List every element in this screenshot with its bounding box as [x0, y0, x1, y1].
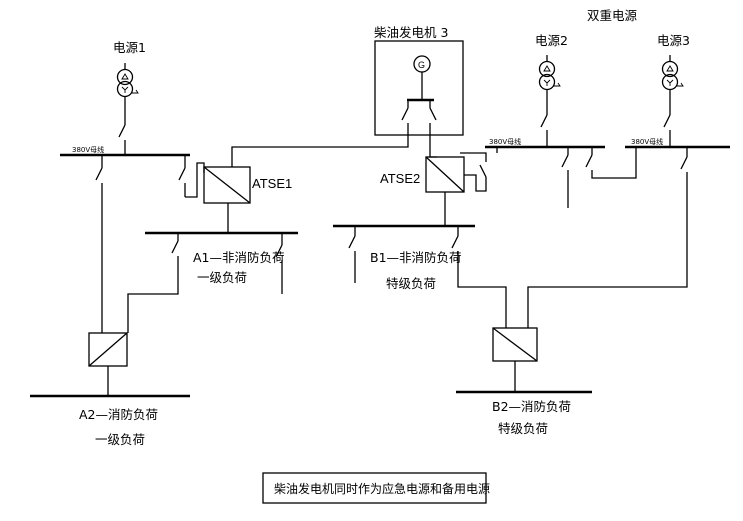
b1-label-line1: B1—非消防负荷 — [370, 250, 462, 265]
ats-a2-switch — [88, 332, 128, 367]
source3-transformer-icon — [661, 60, 684, 91]
bus1-label: 380V母线 — [72, 145, 104, 154]
b2-label-line2: 特级负荷 — [498, 421, 548, 436]
a2-label-line1: A2—消防负荷 — [79, 407, 158, 422]
source1-transformer-icon — [116, 68, 139, 98]
source3-label: 电源3 — [657, 33, 690, 48]
source2-label: 电源2 — [535, 33, 568, 48]
atse1-switch — [203, 166, 251, 204]
a1-label-line2: 一级负荷 — [197, 270, 247, 285]
a1-label-line1: A1—非消防负荷 — [193, 250, 285, 265]
a2-label-line2: 一级负荷 — [95, 432, 145, 447]
source2-transformer-icon — [538, 60, 561, 91]
atse1-label: ATSE1 — [252, 176, 292, 191]
b2-label-line1: B2—消防负荷 — [492, 399, 571, 414]
bus2-label: 380V母线 — [489, 137, 521, 146]
atse2-switch — [425, 156, 465, 193]
generator-symbol: G — [418, 60, 425, 70]
feeder-a2-breaker — [95, 167, 103, 181]
caption-box — [262, 472, 487, 504]
source1-label: 电源1 — [113, 40, 146, 55]
dual-source-label: 双重电源 — [587, 8, 638, 23]
source1-breaker — [118, 124, 126, 138]
bus3-label: 380V母线 — [631, 137, 663, 146]
caption-text: 柴油发电机同时作为应急电源和备用电源 — [274, 481, 490, 496]
diesel-generator-box — [374, 40, 464, 136]
ats-b2-switch — [492, 327, 538, 362]
atse2-label: ATSE2 — [380, 171, 420, 186]
diesel-generator-label: 柴油发电机 3 — [374, 25, 448, 40]
b1-label-line2: 特级负荷 — [386, 276, 436, 291]
